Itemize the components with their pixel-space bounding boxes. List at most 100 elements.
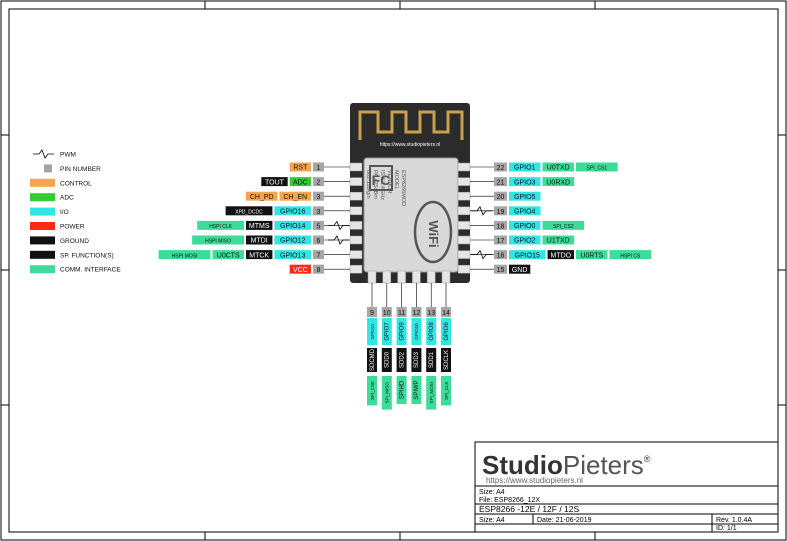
brand-logo: StudioPieters®	[482, 450, 651, 480]
pin-label-box	[396, 348, 407, 372]
pin-label-box	[289, 264, 311, 274]
sheet-title: ESP8266 -12E / 12F / 12S	[479, 504, 580, 514]
pin-number-box	[494, 235, 507, 245]
legend-label: GROUND	[60, 238, 89, 245]
pin-label-box	[261, 177, 288, 187]
legend-item: CONTROL	[30, 178, 92, 187]
pin-number-box	[494, 191, 507, 201]
shield-label: PA +25dBm	[372, 170, 378, 199]
pin-number: 11	[398, 310, 405, 317]
pwm-icon	[33, 149, 54, 159]
module-pad	[349, 264, 363, 274]
module-pad	[367, 270, 377, 284]
pin-number: 2	[317, 180, 321, 187]
pin-label: XPD_DCDC	[235, 210, 263, 216]
pin-labels: 1RST2ADCTOUT3CH_ENCH_PD3GPIO16XPD_DCDC5G…	[158, 162, 652, 410]
pin-label-box	[158, 250, 211, 260]
pin-label-box	[246, 191, 278, 201]
pin-number: 9	[370, 310, 374, 317]
pin-label: GPIO4	[514, 209, 536, 216]
pin-label-box	[192, 235, 244, 245]
pin-label: HSPI MOSI	[172, 253, 198, 259]
legend-swatch	[30, 193, 55, 202]
module-pad	[397, 270, 406, 284]
pin-number-box	[396, 307, 407, 317]
module-pad	[382, 270, 392, 284]
legend-swatch	[30, 236, 55, 245]
pin-label: SDCLK	[444, 350, 450, 370]
pin-label: U0CTS	[217, 252, 240, 259]
pin-number: 17	[497, 238, 505, 245]
pin-label-box	[396, 376, 407, 404]
pin-number-box	[313, 191, 324, 201]
pin-label: ADC	[293, 179, 308, 186]
pin-number: 14	[442, 310, 450, 317]
pin-label: GPIO0	[514, 223, 536, 230]
module-pad	[412, 270, 421, 284]
module-pad	[426, 270, 436, 284]
left-pin-row: 8 VCC	[289, 264, 350, 274]
pin-number: 3	[317, 209, 321, 216]
esp8266-module: https://www.studiopieters.nl FC WiFi ESP…	[349, 103, 471, 284]
pin-number: 7	[317, 253, 321, 260]
pin-label-box	[509, 250, 546, 260]
pin-number: 15	[497, 267, 505, 274]
pin-label: CH_PD	[250, 194, 274, 201]
shield-label: 802.11b/g/n	[365, 170, 371, 199]
pin-number-box	[494, 220, 507, 230]
pin-label-box	[542, 235, 574, 245]
pin-label: VCC	[293, 267, 308, 274]
rev-cell: Rev. 1.0.4A	[716, 517, 752, 524]
pin-label: MTDO	[550, 252, 571, 259]
antenna-trace	[358, 110, 464, 140]
pin-label: GPIO8	[429, 322, 435, 341]
pin-label-box	[426, 318, 437, 345]
pin-number: 3	[317, 194, 321, 201]
pin-label: SDD3	[414, 351, 420, 368]
pin-label: GPIO7	[385, 322, 391, 341]
module-pad	[457, 177, 471, 186]
pin-label: HSPI CLK	[209, 224, 232, 230]
pin-label: SPI_CS2	[553, 224, 574, 230]
pin-label: HSPI MISO	[205, 239, 231, 245]
shield-label: ISM 2.4GHz	[379, 170, 385, 200]
pin-label: SPI_CLK	[444, 381, 449, 400]
legend-label: ADC	[60, 195, 74, 202]
pwm-icon	[328, 220, 349, 231]
pin-number-box	[381, 307, 392, 317]
pin-number-box	[313, 177, 324, 187]
pin-label: GPIO16	[280, 209, 305, 216]
module-pad	[457, 162, 471, 172]
pin-label: SPI_CS0	[370, 381, 375, 400]
legend-swatch	[30, 265, 55, 274]
module-url: https://www.studiopieters.nl	[380, 142, 441, 148]
pin-label: TOUT	[265, 179, 285, 186]
pin-label: RST	[293, 165, 308, 172]
pwm-icon	[328, 235, 349, 245]
module-pad	[349, 250, 363, 259]
pin-label-box	[381, 348, 392, 372]
pin-label: HSPI CS	[620, 253, 641, 259]
pin-label: CH_EN	[283, 194, 307, 201]
pin-number: 8	[317, 267, 321, 274]
pin-label: U0RXD	[546, 179, 570, 186]
brand-url: https://www.studiopieters.nl	[486, 476, 583, 485]
pin-label: GPIO13	[280, 252, 305, 259]
legend-swatch	[30, 207, 55, 216]
pin-number-box	[313, 235, 324, 245]
module-pad	[457, 191, 471, 201]
pin-number: 18	[497, 223, 505, 230]
pin-label: SDD1	[429, 351, 435, 368]
legend-item: PIN NUMBER	[44, 164, 101, 173]
